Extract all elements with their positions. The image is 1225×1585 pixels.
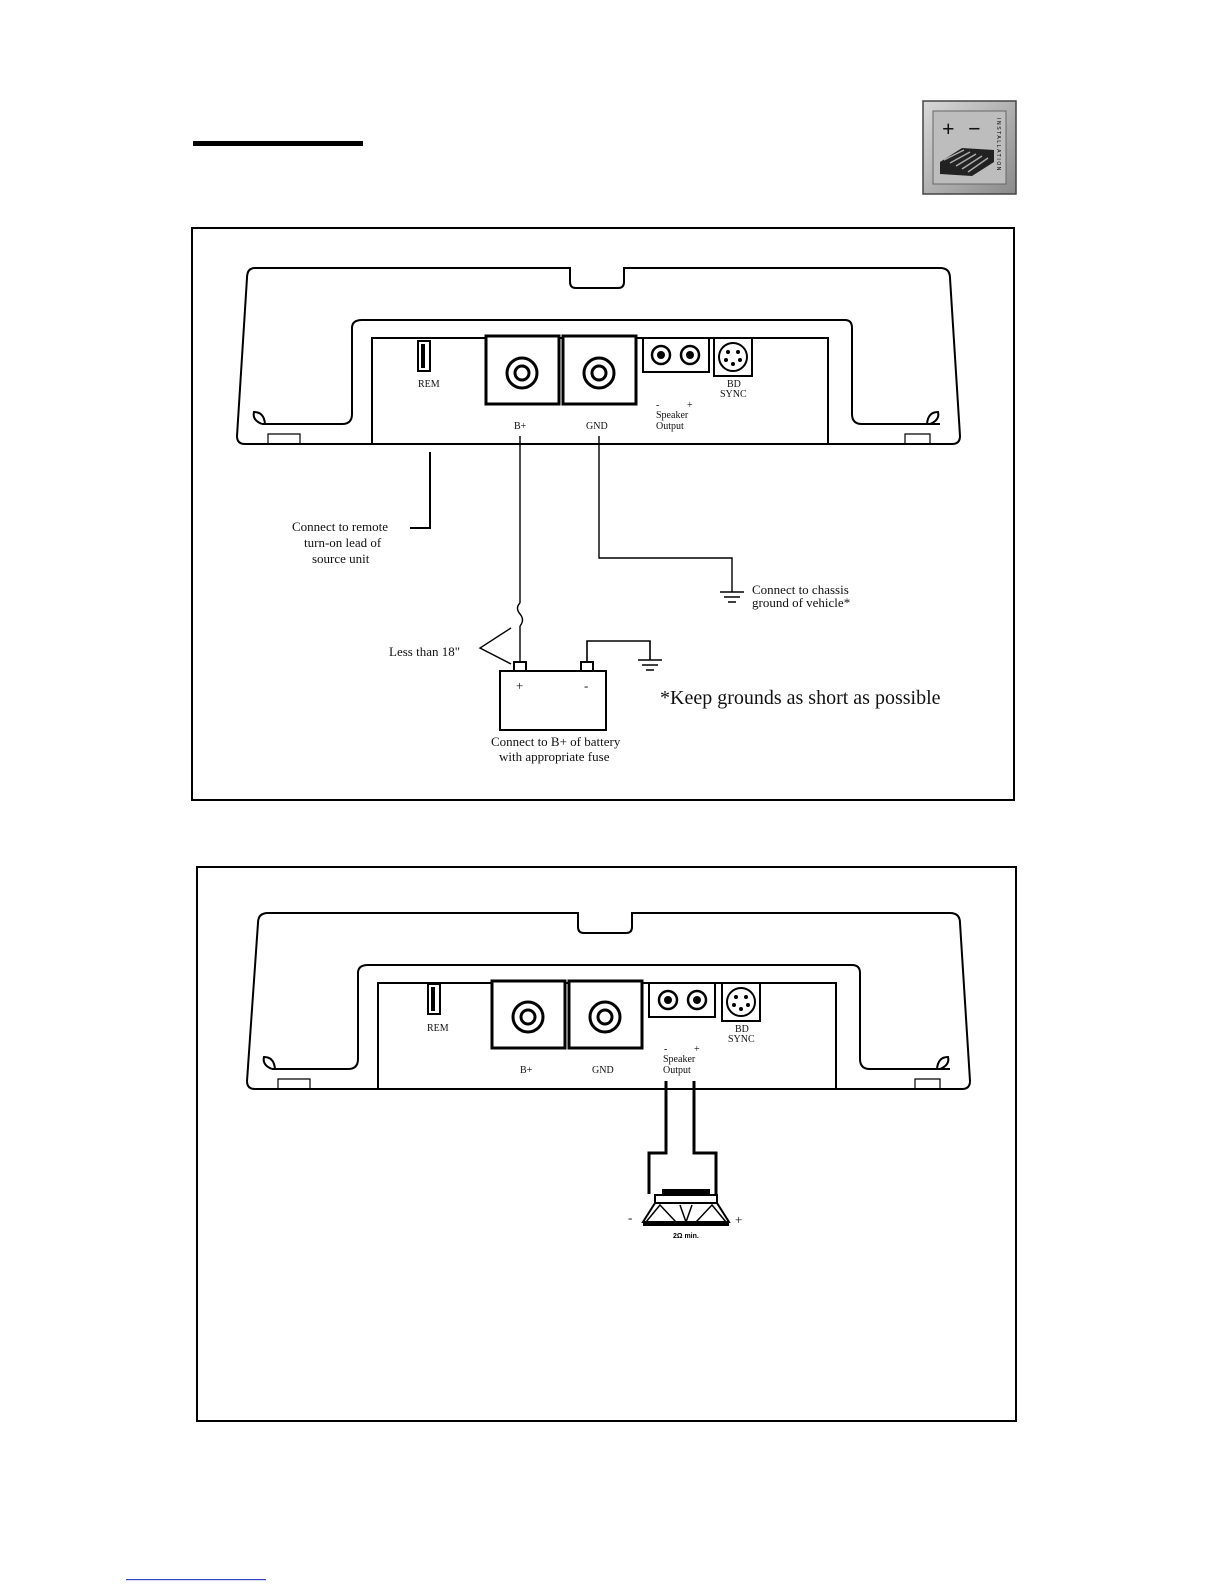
- rem-terminal-pin: [421, 344, 425, 368]
- badge-letters: INSTALLATION: [995, 118, 1001, 172]
- speaker-icon: [643, 1189, 729, 1226]
- speaker-plus-terminal: +: [735, 1212, 742, 1227]
- gnd-terminal: [563, 336, 636, 404]
- gnd-label: GND: [586, 421, 608, 432]
- battery-minus: -: [584, 678, 588, 693]
- gnd-terminal-2: [569, 981, 642, 1048]
- bplus-label: B+: [514, 421, 527, 432]
- installation-badge: + − INSTALLATION: [923, 101, 1016, 194]
- speaker-output-jacks: [643, 338, 709, 372]
- rem-terminal-2-pin: [431, 987, 435, 1011]
- battery-label-1: Connect to B+ of battery: [491, 734, 621, 749]
- speaker-output-label-2a: Speaker: [663, 1054, 696, 1065]
- remote-turn-on-label-2: turn-on lead of: [304, 535, 382, 550]
- impedance-label: 2Ω min.: [673, 1233, 699, 1240]
- chassis-ground-label-2: ground of vehicle*: [752, 595, 850, 610]
- power-wires: [410, 436, 744, 670]
- ground-note: *Keep grounds as short as possible: [660, 687, 941, 709]
- speaker-wiring-frame: [197, 867, 1016, 1421]
- remote-turn-on-label-3: source unit: [312, 551, 370, 566]
- bd-sync-label-2b: SYNC: [728, 1034, 755, 1045]
- remote-turn-on-label-1: Connect to remote: [292, 519, 388, 534]
- badge-plus: +: [942, 116, 955, 141]
- speaker-output-label-2: Output: [656, 421, 684, 432]
- badge-minus: −: [968, 116, 981, 141]
- fuse-distance-label: Less than 18": [389, 644, 460, 659]
- bplus-terminal-2: [492, 981, 565, 1048]
- bd-sync-label-2: SYNC: [720, 389, 747, 400]
- battery: [500, 662, 606, 730]
- bplus-terminal: [486, 336, 559, 404]
- battery-plus: +: [516, 678, 523, 693]
- rem-label: REM: [418, 379, 440, 390]
- speaker-output-label-1: Speaker: [656, 410, 689, 421]
- bd-sync-connector-2: [722, 983, 760, 1021]
- speaker-wires: [649, 1081, 716, 1194]
- rem-label-2: REM: [427, 1023, 449, 1034]
- bd-sync-connector: [714, 338, 752, 376]
- speaker-output-label-2b: Output: [663, 1065, 691, 1076]
- speaker-minus-terminal: -: [628, 1210, 632, 1225]
- gnd-label-2: GND: [592, 1065, 614, 1076]
- header-rule: [193, 141, 363, 146]
- footer-rule: [126, 1579, 266, 1580]
- speaker-output-jacks-2: [649, 983, 715, 1017]
- bplus-label-2: B+: [520, 1065, 533, 1076]
- battery-label-2: with appropriate fuse: [499, 749, 610, 764]
